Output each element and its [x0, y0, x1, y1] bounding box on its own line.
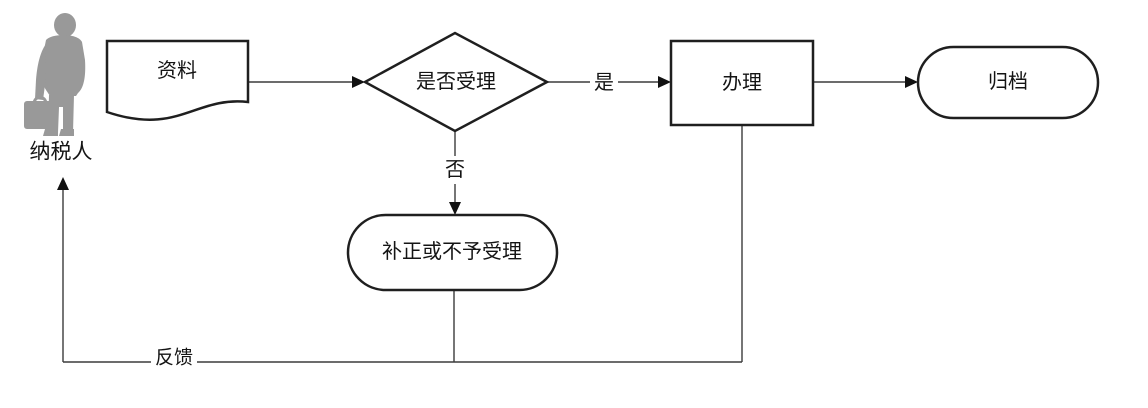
arrow-into-taxpayer — [57, 177, 69, 190]
arrow-into-archive — [905, 76, 918, 88]
archive-label: 归档 — [988, 71, 1028, 93]
document-label: 资料 — [157, 60, 197, 82]
decision-label: 是否受理 — [416, 71, 496, 93]
node-correction — [346, 213, 559, 292]
node-decision — [362, 31, 550, 133]
taxpayer-label: 纳税人 — [29, 140, 93, 164]
edge-label-feedback: 反馈 — [150, 348, 198, 370]
arrow-into-decision — [352, 76, 365, 88]
edge-label-no: 否 — [444, 156, 466, 184]
node-document — [105, 39, 250, 121]
arrow-into-process — [658, 76, 671, 88]
arrowheads — [57, 76, 918, 215]
node-process — [669, 39, 815, 127]
node-archive — [916, 45, 1100, 120]
edge-label-yes: 是 — [590, 72, 618, 94]
taxpayer-icon — [24, 13, 86, 136]
process-label: 办理 — [722, 72, 762, 94]
arrow-into-correction — [449, 202, 461, 215]
correction-label: 补正或不予受理 — [382, 241, 522, 263]
